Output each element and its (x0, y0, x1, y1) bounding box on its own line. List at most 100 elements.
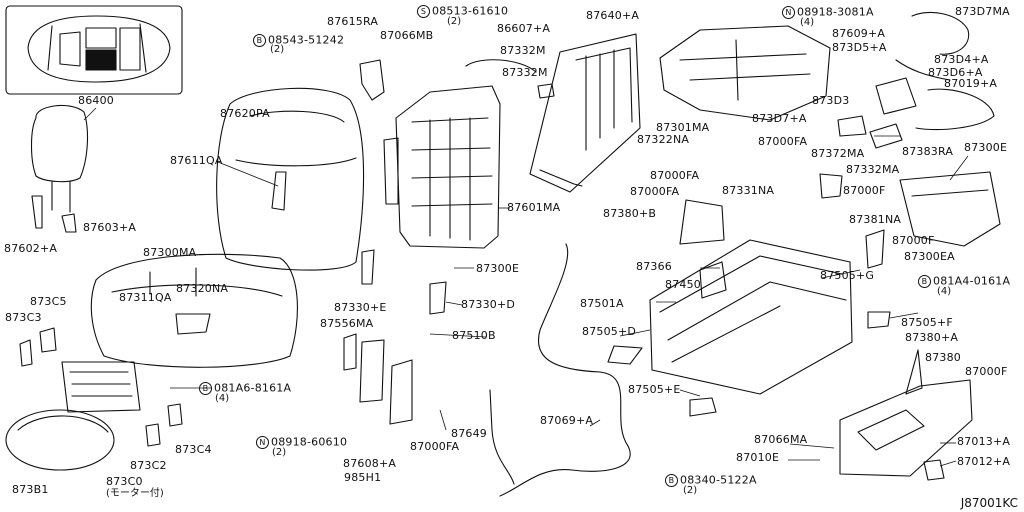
part-qty: (2) (270, 44, 285, 55)
part-label: 87322NA (637, 133, 690, 146)
part-label: 87332M (500, 44, 546, 57)
part-label: 87380 (925, 351, 961, 364)
part-label: 87330+E (334, 301, 387, 314)
part-label: 87383RA (902, 145, 954, 158)
seat-back-cover (216, 87, 365, 271)
part-label: 87640+A (586, 9, 640, 22)
part-label: 87505+G (820, 269, 875, 282)
part-label: 87332M (502, 66, 548, 79)
part-label: 87066MA (754, 433, 808, 446)
part-label: 87300MA (143, 246, 197, 259)
headrest (30, 105, 88, 233)
part-label: 87366 (636, 260, 672, 273)
part-label: 87505+F (901, 316, 953, 329)
part-label: 87381NA (849, 213, 902, 226)
part-label: 87601MA (507, 201, 561, 214)
back-board (529, 33, 641, 193)
part-label: 87300E (476, 262, 520, 275)
part-label: 87609+A (832, 27, 886, 40)
part-label: 873B1 (12, 483, 49, 496)
part-label: 87000FA (650, 169, 700, 182)
seat-cushion (90, 253, 298, 368)
part-label: 87000F (965, 365, 1008, 378)
lumbar-module (19, 327, 183, 447)
part-qty: (4) (215, 393, 230, 404)
part-label: 87013+A (957, 435, 1011, 448)
part-label: 87000F (892, 234, 935, 247)
part-label: 87000FA (410, 440, 460, 453)
part-label: 87505+E (628, 383, 681, 396)
diagram-reference-id: J87001KC (960, 496, 1018, 510)
part-label: 87066MB (380, 29, 434, 42)
part-label: 873D7MA (955, 5, 1010, 18)
part-label: 87069+A (540, 414, 594, 427)
part-label: 87311QA (119, 291, 172, 304)
part-label: 873D5+A (832, 41, 887, 54)
part-qty: (4) (800, 17, 815, 28)
part-label: 87300EA (904, 250, 955, 263)
recliner-bracket (359, 59, 385, 101)
part-qty: (2) (683, 485, 698, 496)
part-label: 873D3 (812, 94, 850, 107)
part-label: 87602+A (4, 242, 58, 255)
part-label: 87320NA (176, 282, 229, 295)
part-label: 87380+B (603, 207, 657, 220)
part-qty: (4) (937, 286, 952, 297)
part-label: 985H1 (344, 471, 382, 484)
part-label: 87331NA (722, 184, 775, 197)
part-qty: (モーター付) (106, 488, 164, 499)
part-label: 87330+D (461, 298, 516, 311)
part-label: 873C4 (175, 443, 212, 456)
part-qty: (2) (272, 447, 287, 458)
motor-harness (837, 11, 995, 149)
part-label: 87505+D (582, 325, 637, 338)
part-label: 873D6+A (928, 66, 983, 79)
locator-car-map (5, 5, 183, 95)
part-label: 87611QA (170, 154, 223, 167)
wire-harness (499, 243, 631, 497)
part-label: 86607+A (497, 22, 551, 35)
bolster-pad (5, 409, 115, 471)
part-label: 873D4+A (934, 53, 989, 66)
part-label: 87000FA (758, 135, 808, 148)
part-label: 87556MA (320, 317, 374, 330)
part-label: 87450 (665, 278, 701, 291)
back-cable (465, 59, 537, 73)
part-label: 87501A (580, 297, 624, 310)
part-label: 87019+A (944, 77, 998, 90)
part-label: 87380+A (905, 331, 959, 344)
part-label: 87615RA (327, 15, 379, 28)
part-label: 873D7+A (752, 112, 807, 125)
part-label: 87649 (451, 427, 487, 440)
part-qty: (2) (447, 16, 462, 27)
side-cover (359, 339, 385, 403)
seat-back-frame (383, 85, 501, 249)
part-label: 87372MA (811, 147, 865, 160)
part-label: 87603+A (83, 221, 137, 234)
part-label: 87000F (843, 184, 886, 197)
part-label: 87300E (964, 141, 1008, 154)
part-label: 87012+A (957, 455, 1011, 468)
part-label: 873C3 (5, 311, 42, 324)
part-label: 873C5 (30, 295, 67, 308)
part-label: 87608+A (343, 457, 397, 470)
side-trim (899, 171, 1001, 247)
side-shield (839, 379, 973, 477)
part-label: 87000FA (630, 185, 680, 198)
part-label: 873C0 (106, 475, 143, 488)
part-label: 87620PA (220, 107, 270, 120)
part-label: 87301MA (656, 121, 710, 134)
part-label: 86400 (78, 94, 114, 107)
seat-track (649, 239, 853, 395)
seat-tray (659, 25, 831, 121)
part-label: 873C2 (130, 459, 167, 472)
part-label: 87332MA (846, 163, 900, 176)
